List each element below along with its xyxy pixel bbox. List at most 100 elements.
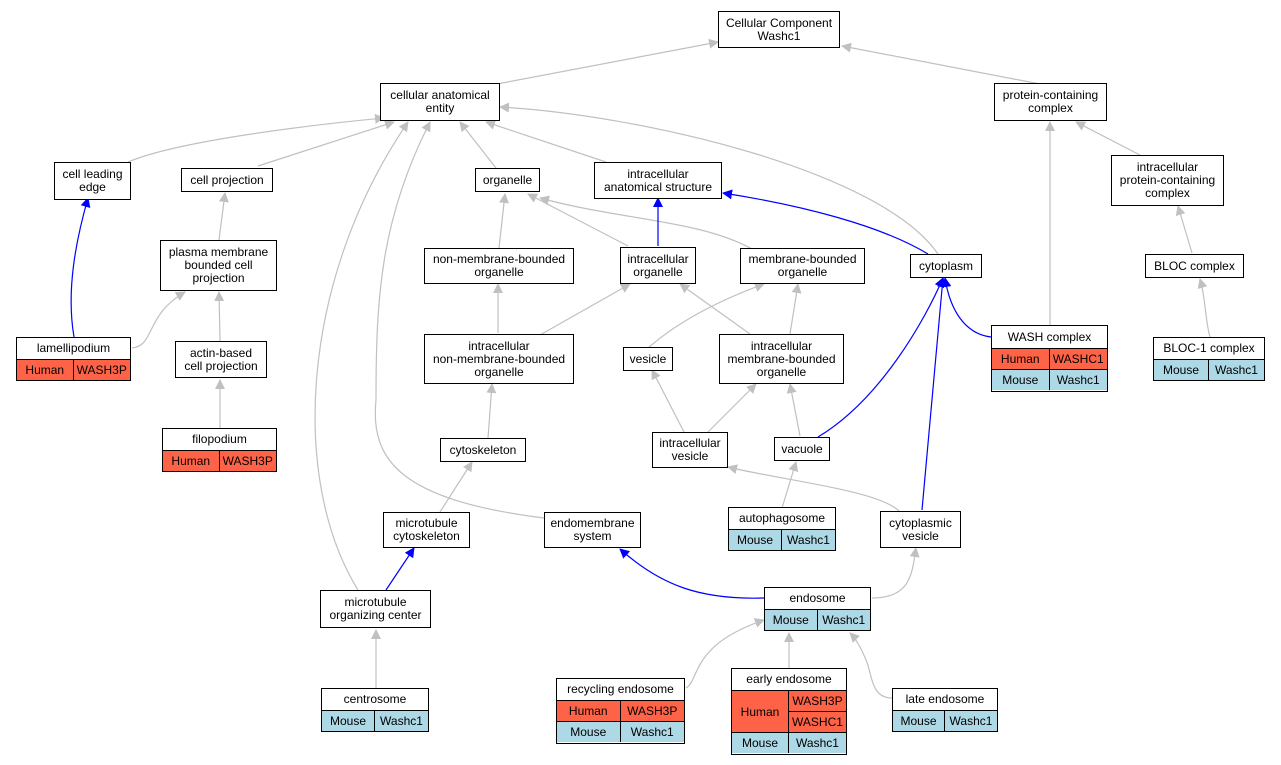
edge-ias-cae [485,120,607,163]
edge-mtc-cytosk [439,461,473,513]
edge-mtoc-mtc [385,547,415,591]
species-cell: Mouse [729,530,782,550]
node-cytoskeleton: cytoskeleton [440,438,526,462]
species-cell: Human [557,701,621,721]
gene-cell: Washc1 [817,610,870,630]
node-non-membrane-bounded-organelle: non-membrane-bounded organelle [424,248,574,284]
node-intracellular-anatomical-structure: intracellular anatomical structure [594,162,722,199]
node-label: endomembrane system [550,516,635,543]
edge-cproj-cae [257,120,395,167]
node-label: membrane-bounded organelle [748,252,857,279]
node-label: intracellular membrane-bounded organelle [727,338,836,379]
edge-vac-imbo [786,383,801,437]
species-cell: Mouse [992,370,1050,390]
edge-vac-cyto [817,277,945,438]
species-cell: Human [992,349,1050,369]
edge-late-endo [849,632,893,699]
node-label: centrosome [343,692,407,706]
species-cell: Mouse [322,711,375,731]
node-organelle: organelle [475,168,540,192]
node-intracellular-membrane-bounded-organelle: intracellular membrane-bounded organelle [719,334,844,384]
edge-pcc-root [841,42,1041,85]
node-intracellular-protein-containing-complex: intracellular protein-containing complex [1111,155,1224,206]
species-cell: Human [732,691,789,732]
node-label: intracellular non-membrane-bounded organ… [432,338,566,379]
edge-cae-root [496,38,719,85]
edge-cv-iv [727,464,901,513]
node-label: non-membrane-bounded organelle [432,252,566,279]
edge-cyto-cae [499,102,939,255]
edge-recy-endo [685,618,765,689]
node-membrane-bounded-organelle: membrane-bounded organelle [740,248,865,284]
edge-abcp-pmbcp [214,291,225,342]
node-microtubule-cytoskeleton: microtubule cytoskeleton [383,512,470,548]
species-cell: Mouse [1154,360,1209,380]
node-label: early endosome [746,672,832,686]
edge-lam-cle [70,197,91,338]
node-label: cytoplasm [918,258,974,273]
node-label: intracellular protein-containing complex [1119,160,1216,200]
node-intracellular-organelle: intracellular organelle [620,247,696,284]
edge-cv-cyto [921,277,948,511]
edge-ems-cae [374,121,545,519]
node-label: lamellipodium [36,341,111,355]
node-label: cell leading edge [62,167,123,194]
gene-cell: WASHC1 [789,711,846,732]
node-microtubule-organizing-center: microtubule organizing center [320,590,431,628]
gene-cell: WASH3P [73,360,130,380]
edge-nmbo-org [498,193,509,249]
edge-org-cae [459,121,497,169]
node-plasma-membrane-bounded-cell-projection: plasma membrane bounded cell projection [160,240,277,291]
edge-cyto-ias [722,189,929,255]
node-label: BLOC-1 complex [1163,341,1255,355]
node-label: filopodium [192,432,247,446]
gene-cell: Washc1 [375,711,428,731]
node-label: Cellular Component Washc1 [725,15,833,43]
species-cell: Mouse [732,733,789,753]
node-label: WASH complex [1007,329,1092,344]
gene-cell: Washc1 [789,733,846,753]
node-root: Cellular Component Washc1 [718,11,840,48]
node-label: intracellular vesicle [659,436,721,463]
edge-ves-mbo [647,282,765,349]
species-cell: Mouse [893,711,945,731]
edge-io-org [527,193,629,247]
node-label: late endosome [905,692,985,706]
gene-cell: Washc1 [1209,360,1264,380]
edge-iv-imbo [707,383,757,433]
edge-autoph-vac [781,461,799,509]
edge-wash-cyto [941,277,992,338]
species-cell: Mouse [557,722,621,742]
gene-cell: Washc1 [945,711,997,731]
node-label: vesicle [629,351,667,366]
node-label: BLOC complex [1154,258,1235,273]
node-cell-leading-edge: cell leading edge [54,162,131,200]
node-label: endosome [789,591,846,605]
node-label: cytoplasmic vesicle [889,515,952,543]
edge-ipcc-pcc [1075,121,1141,156]
edge-cle-cae [127,113,385,163]
edge-endo-cv [871,547,920,599]
